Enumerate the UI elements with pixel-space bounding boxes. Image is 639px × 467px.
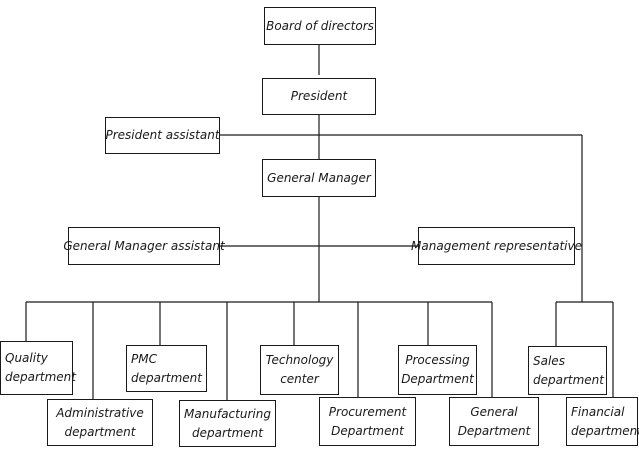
general-dept-line-1: General bbox=[470, 404, 518, 419]
financial-dept-line-1: Financial bbox=[571, 404, 625, 419]
gm-assistant-box: General Manager assistant bbox=[63, 227, 225, 265]
technology-center-line-1: Technology bbox=[265, 353, 334, 368]
pmc-dept-line-1: PMC bbox=[131, 351, 157, 366]
administrative-department-box: Administrative department bbox=[47, 399, 153, 446]
president-assistant-box: President assistant bbox=[105, 117, 220, 154]
quality-dept-line-1: Quality bbox=[5, 351, 48, 366]
processing-dept-line-1: Processing bbox=[405, 353, 470, 368]
manufacturing-dept-line-1: Manufacturing bbox=[184, 406, 271, 421]
procurement-dept-line-2: Department bbox=[331, 423, 404, 438]
general-dept-line-2: Department bbox=[457, 423, 531, 438]
technology-center-line-2: center bbox=[280, 372, 319, 386]
quality-dept-line-2: department bbox=[5, 370, 76, 384]
board-of-directors-box: Board of directors bbox=[264, 7, 376, 45]
president-box: President bbox=[262, 78, 376, 115]
pmc-department-box: PMC department bbox=[126, 345, 207, 392]
sales-department-box: Sales department bbox=[528, 346, 607, 395]
procurement-dept-line-1: Procurement bbox=[328, 404, 407, 419]
administrative-dept-line-1: Administrative bbox=[56, 405, 144, 420]
manufacturing-dept-line-2: department bbox=[192, 425, 263, 440]
sales-dept-line-1: Sales bbox=[533, 353, 565, 368]
financial-department-box: Financial department bbox=[566, 397, 639, 446]
financial-dept-line-2: department bbox=[571, 423, 639, 438]
pmc-dept-line-2: department bbox=[131, 370, 202, 385]
quality-department-box: Quality department bbox=[0, 341, 76, 395]
general-manager-box: General Manager bbox=[262, 159, 376, 197]
technology-center-box: Technology center bbox=[260, 345, 339, 395]
manufacturing-department-box: Manufacturing department bbox=[179, 400, 276, 447]
management-representative-box: Management representative bbox=[411, 227, 582, 265]
sales-dept-line-2: department bbox=[533, 372, 604, 387]
administrative-dept-line-2: department bbox=[64, 424, 136, 439]
processing-dept-line-2: Department bbox=[401, 372, 474, 386]
